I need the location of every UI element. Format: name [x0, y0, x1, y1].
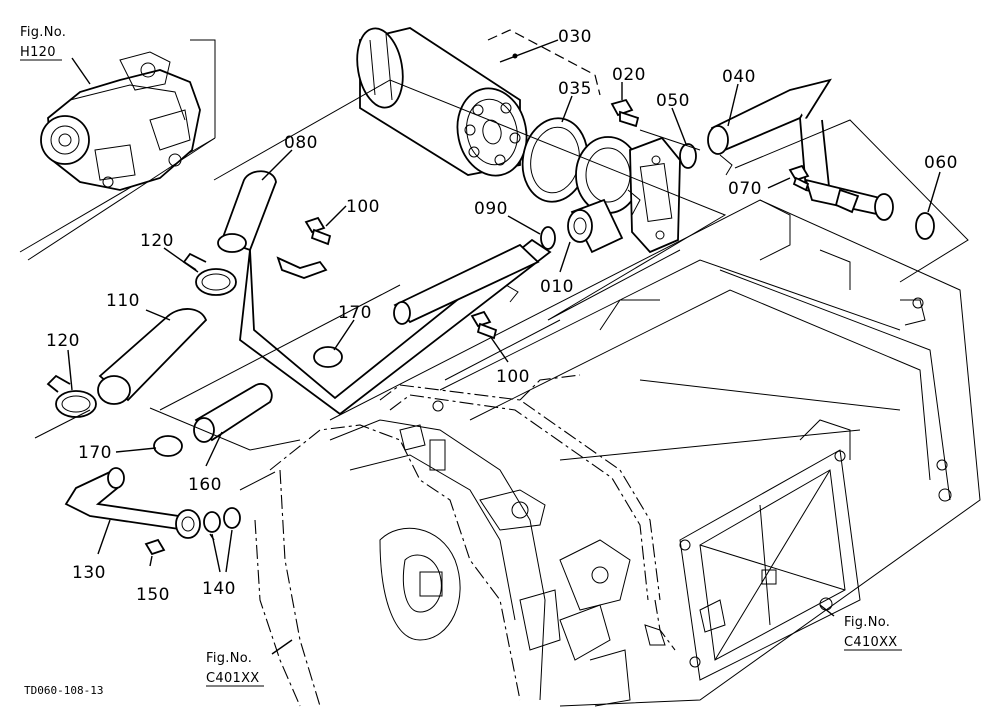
pump-inset	[19, 39, 216, 253]
bolt-100b	[470, 310, 498, 340]
callout-100-upper: 100	[346, 197, 380, 217]
callout-040: 040	[722, 67, 756, 87]
callout-020: 020	[612, 65, 646, 85]
bolt-100a	[304, 216, 332, 246]
figure-ref-h120-prefix: Fig.No.	[20, 25, 66, 40]
callout-110: 110	[106, 291, 140, 311]
callout-050: 050	[656, 91, 690, 111]
oil-filter-030	[356, 27, 601, 177]
bolt-070	[788, 164, 810, 192]
figure-ref-c410-code: C410XX	[844, 635, 898, 650]
figure-ref-h120: Fig.No. H120	[20, 25, 66, 61]
callout-130: 130	[72, 563, 106, 583]
callout-035: 035	[558, 79, 592, 99]
transmission-housing	[254, 199, 981, 707]
callout-labels: 030 035 020 050 040 060 070 080 100 090 …	[46, 27, 958, 605]
callout-010: 010	[540, 277, 574, 297]
callout-060: 060	[924, 153, 958, 173]
callout-090: 090	[474, 199, 508, 219]
clamp-120a	[182, 252, 237, 296]
figure-ref-c410: Fig.No. C410XX	[844, 615, 902, 651]
o-ring-050	[679, 143, 697, 169]
callout-140: 140	[202, 579, 236, 599]
o-ring-090	[540, 226, 556, 250]
figure-ref-c401-prefix: Fig.No.	[206, 651, 252, 666]
clamp-170a	[313, 346, 343, 368]
hose-110	[97, 308, 208, 405]
callout-120-lower: 120	[46, 331, 80, 351]
callout-070: 070	[728, 179, 762, 199]
clamp-170b	[153, 435, 183, 457]
pipe-130	[64, 467, 201, 539]
bracket	[276, 256, 328, 279]
bolt-150	[144, 538, 166, 556]
figure-ref-h120-code: H120	[20, 45, 56, 60]
figure-ref-c410-prefix: Fig.No.	[844, 615, 890, 630]
clamp-120b	[46, 374, 97, 418]
callout-160: 160	[188, 475, 222, 495]
drawing-code: TD060-108-13	[24, 684, 103, 697]
figure-ref-c401: Fig.No. C401XX	[206, 651, 264, 687]
callout-030: 030	[558, 27, 592, 47]
callout-150: 150	[136, 585, 170, 605]
pipe-080	[217, 170, 552, 416]
callout-080: 080	[284, 133, 318, 153]
bolt-020	[610, 98, 640, 128]
callout-100-lower: 100	[496, 367, 530, 387]
o-ring-140b	[223, 507, 241, 529]
figure-ref-c401-code: C401XX	[206, 671, 260, 686]
callout-170-lower: 170	[78, 443, 112, 463]
guide-lines	[27, 79, 969, 491]
o-ring-060	[915, 212, 935, 240]
filter-head-010	[567, 136, 681, 254]
callout-170-upper: 170	[338, 303, 372, 323]
pipe-040	[707, 78, 894, 221]
hose-160	[193, 382, 273, 443]
o-ring-140a	[203, 511, 221, 533]
callout-120-upper: 120	[140, 231, 174, 251]
leader-lines	[67, 39, 941, 655]
